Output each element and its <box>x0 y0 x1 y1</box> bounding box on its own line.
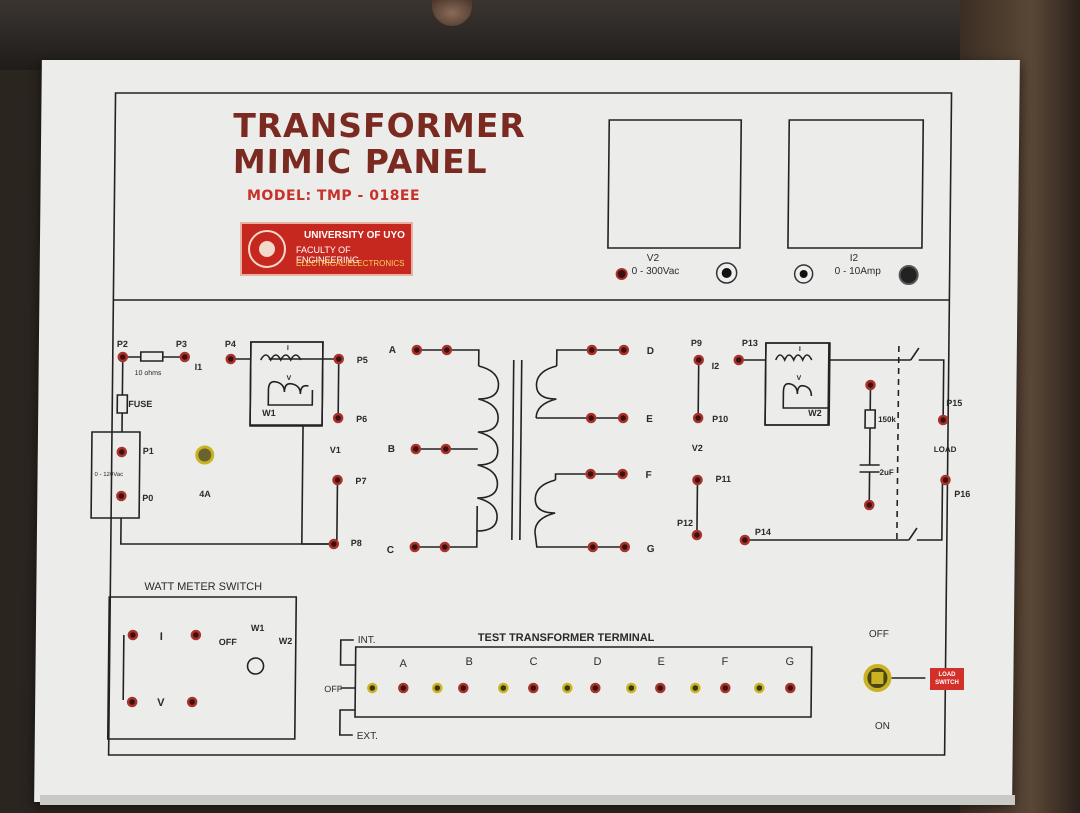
panel-title-line2: MIMIC PANEL <box>232 142 488 181</box>
test-label-off: OFF <box>324 684 343 694</box>
yellow-jacks[interactable] <box>367 682 765 694</box>
test-col-d: D <box>594 656 602 668</box>
board-edge <box>40 795 1015 805</box>
label-p5: P5 <box>357 355 368 365</box>
test-col-c: C <box>530 656 538 668</box>
label-p13: P13 <box>742 338 758 348</box>
watt-label-w2: W2 <box>279 636 293 646</box>
label-coil-v: V <box>287 375 292 382</box>
panel-frame <box>107 92 953 756</box>
label-w2: W2 <box>808 408 822 418</box>
meter-i2-label: I2 <box>850 253 859 264</box>
watt-label-v: V <box>157 697 165 709</box>
watt-label-w1: W1 <box>251 623 265 633</box>
label-v2: V2 <box>692 443 703 453</box>
label-p6: P6 <box>356 414 367 424</box>
label-p16: P16 <box>954 489 970 499</box>
label-coil-i2: I <box>799 346 801 353</box>
meter-i2-range: 0 - 10Amp <box>835 266 882 277</box>
label-v1: V1 <box>330 445 341 455</box>
core-right <box>519 360 523 540</box>
meter-v2-range: 0 - 300Vac <box>632 266 680 277</box>
test-col-f: F <box>722 656 729 668</box>
label-fuse-rating: 4A <box>199 489 211 499</box>
badge-line1: UNIVERSITY OF UYO <box>304 230 405 241</box>
label-p9: P9 <box>691 338 702 348</box>
badge-line3: ELECTRICAL/ELECTRONICS <box>296 259 405 268</box>
label-f: F <box>645 470 651 481</box>
panel-graphics: P2 P3 P4 P5 P6 P7 P8 P1 P0 I1 V1 W1 I V … <box>90 92 970 756</box>
test-terminal-title: TEST TRANSFORMER TERMINAL <box>478 632 655 644</box>
label-p3: P3 <box>176 339 187 349</box>
test-terminal-box <box>354 646 813 718</box>
test-col-b: B <box>466 656 473 668</box>
background-top <box>0 0 1080 70</box>
label-p2: P2 <box>117 339 128 349</box>
label-p10: P10 <box>712 414 728 424</box>
label-g: G <box>647 544 655 555</box>
test-col-g: G <box>786 656 795 668</box>
label-p12: P12 <box>677 518 693 528</box>
label-p0: P0 <box>142 493 153 503</box>
wattmeter-w2-box <box>764 342 831 426</box>
watt-selector-knob-icon[interactable] <box>246 657 265 675</box>
load-switch-label-line2: SWITCH <box>935 680 959 686</box>
label-resistor: 10 ohms <box>135 370 162 377</box>
label-p8: P8 <box>351 538 362 548</box>
university-badge: UNIVERSITY OF UYO FACULTY OF ENGINEERING… <box>240 222 413 276</box>
load-switch-label-line1: LOAD <box>938 672 956 678</box>
watt-label-off: OFF <box>219 637 238 647</box>
test-label-ext: EXT. <box>357 731 378 742</box>
load-switch-on: ON <box>875 721 890 732</box>
fuse-holder-icon[interactable] <box>195 445 215 465</box>
label-p4: P4 <box>225 339 236 349</box>
university-seal-icon <box>248 230 286 268</box>
label-p15: P15 <box>946 398 962 408</box>
meter-v2-label: V2 <box>647 253 660 264</box>
watt-label-i: I <box>160 631 163 643</box>
ammeter-window <box>787 119 925 249</box>
label-d: D <box>647 346 654 357</box>
label-coil-v2: V <box>797 375 802 382</box>
jack-points[interactable] <box>115 344 951 708</box>
label-i2: I2 <box>712 361 720 371</box>
label-b: B <box>388 444 395 455</box>
label-a: A <box>389 345 396 356</box>
load-switch-lever <box>871 672 884 684</box>
wattmeter-w1-box <box>249 341 324 427</box>
label-source: 0 - 120Vac <box>95 472 124 478</box>
label-p11: P11 <box>715 474 731 484</box>
test-label-int: INT. <box>358 635 376 646</box>
watt-meter-switch-box <box>106 596 298 740</box>
label-capacitor: 2uF <box>880 468 894 477</box>
panel-title-line1: TRANSFORMER <box>232 106 527 145</box>
label-p7: P7 <box>355 476 366 486</box>
badge-line2: FACULTY OF ENGINEERING <box>296 245 360 265</box>
core-left <box>511 360 515 540</box>
label-c: C <box>387 545 394 556</box>
label-w1: W1 <box>262 408 276 418</box>
load-switch-label: LOAD SWITCH <box>930 668 964 690</box>
test-col-e: E <box>658 656 665 668</box>
label-coil-i: I <box>287 345 289 352</box>
load-switch-off: OFF <box>869 629 889 640</box>
label-resistor-150k: 150k <box>878 415 896 424</box>
mimic-panel-board: P2 P3 P4 P5 P6 P7 P8 P1 P0 I1 V1 W1 I V … <box>34 60 1020 802</box>
label-fuse: FUSE <box>128 399 152 409</box>
watt-meter-title: WATT METER SWITCH <box>144 581 262 593</box>
label-p1: P1 <box>143 446 154 456</box>
label-i1: I1 <box>195 362 203 372</box>
label-e: E <box>646 414 653 425</box>
label-load: LOAD <box>934 445 957 454</box>
label-p14: P14 <box>755 527 771 537</box>
model-label: MODEL: TMP - 018EE <box>247 188 421 204</box>
test-col-a: A <box>399 658 407 670</box>
meter-terminals <box>615 262 919 285</box>
source-box <box>90 431 141 519</box>
voltmeter-window <box>607 119 743 249</box>
